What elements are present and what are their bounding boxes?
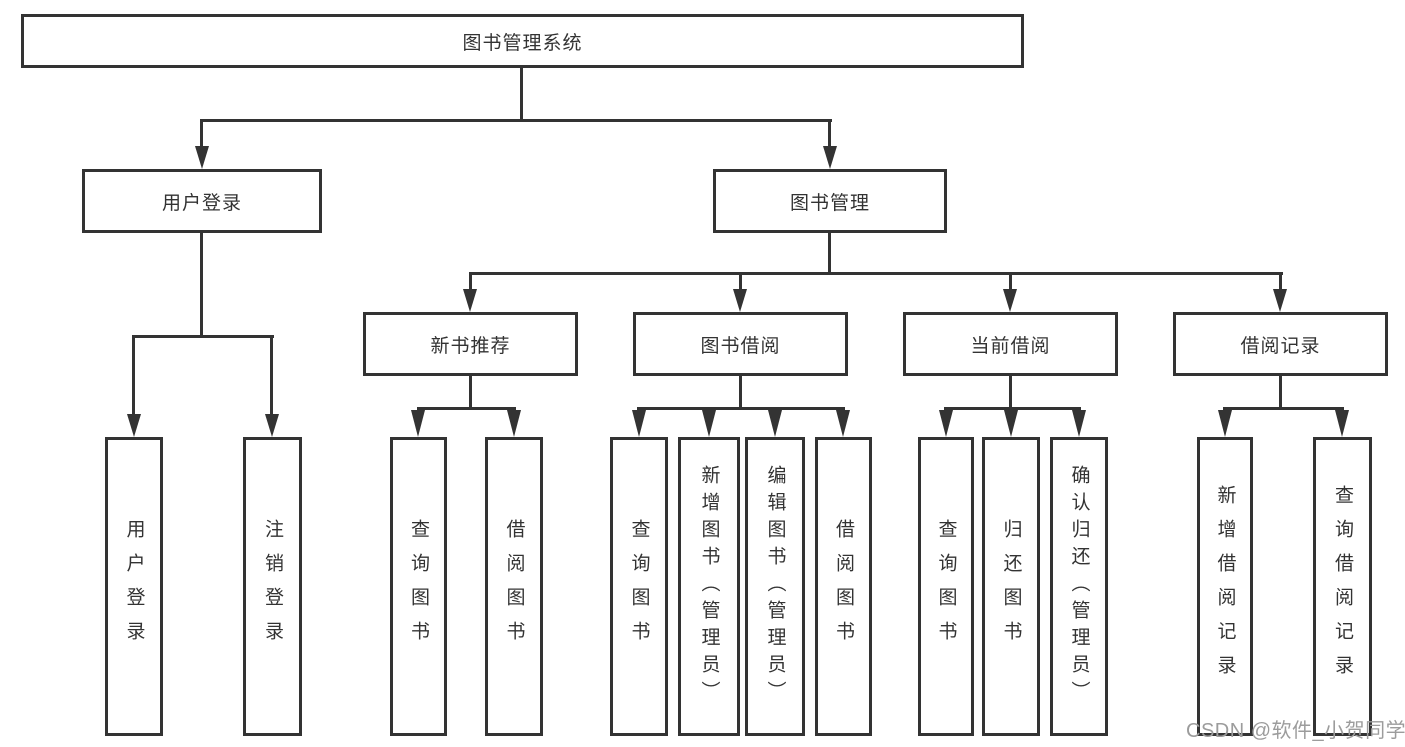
arrowhead-down-icon — [507, 410, 521, 437]
connector-line — [1009, 272, 1012, 289]
node-label: 确认归还（管理员） — [1068, 465, 1090, 708]
node-query-borrow-record: 查询借阅记录 — [1313, 437, 1372, 736]
node-book-borrowing: 图书借阅 — [633, 312, 848, 376]
node-label: 新书推荐 — [430, 335, 511, 357]
node-return-books: 归还图书 — [982, 437, 1040, 736]
node-label: 图书借阅 — [700, 335, 781, 357]
connector-line — [1223, 407, 1344, 410]
connector-line — [469, 272, 472, 289]
arrowhead-down-icon — [733, 289, 747, 312]
arrowhead-down-icon — [195, 146, 209, 169]
node-label: 注销登录 — [262, 518, 283, 655]
node-query-books-borrowing: 查询图书 — [610, 437, 668, 736]
arrowhead-down-icon — [632, 410, 646, 437]
node-edit-books-admin: 编辑图书（管理员） — [745, 437, 805, 736]
arrowhead-down-icon — [1218, 410, 1232, 437]
node-user-login-leaf: 用户登录 — [105, 437, 163, 736]
connector-line — [469, 272, 1283, 275]
connector-line — [1279, 376, 1282, 407]
arrowhead-down-icon — [1273, 289, 1287, 312]
connector-line — [1009, 376, 1012, 407]
arrowhead-down-icon — [265, 414, 279, 437]
node-label: 归还图书 — [1000, 518, 1022, 655]
node-label: 图书管理 — [789, 192, 870, 214]
arrowhead-down-icon — [1335, 410, 1349, 437]
arrowhead-down-icon — [939, 410, 953, 437]
arrowhead-down-icon — [768, 410, 782, 437]
connector-line — [417, 407, 516, 410]
connector-line — [828, 233, 831, 272]
connector-line — [132, 335, 274, 338]
node-new-book-recommendation: 新书推荐 — [363, 312, 578, 376]
node-logout: 注销登录 — [243, 437, 302, 736]
node-current-borrowing: 当前借阅 — [903, 312, 1118, 376]
arrowhead-down-icon — [1003, 289, 1017, 312]
node-label: 用户登录 — [161, 192, 242, 214]
node-book-management: 图书管理 — [713, 169, 947, 233]
node-query-books-recommend: 查询图书 — [390, 437, 447, 736]
node-label: 借阅图书 — [503, 518, 525, 655]
connector-line — [132, 335, 135, 414]
connector-line — [739, 376, 742, 407]
node-label: 借阅记录 — [1240, 335, 1321, 357]
node-confirm-return-admin: 确认归还（管理员） — [1050, 437, 1108, 736]
node-label: 查询借阅记录 — [1332, 484, 1353, 689]
arrowhead-down-icon — [127, 414, 141, 437]
connector-line — [944, 407, 1081, 410]
node-label: 查询图书 — [935, 518, 957, 655]
csdn-watermark: CSDN @软件_小贺同学 — [1186, 720, 1405, 742]
node-label: 当前借阅 — [970, 335, 1051, 357]
node-label: 用户登录 — [123, 518, 145, 655]
connector-line — [637, 407, 845, 410]
node-user-login: 用户登录 — [82, 169, 322, 233]
connector-line — [200, 119, 203, 146]
node-borrow-books-recommend: 借阅图书 — [485, 437, 543, 736]
connector-line — [200, 233, 203, 335]
connector-line — [270, 335, 273, 414]
connector-line — [520, 68, 523, 119]
node-label: 图书管理系统 — [462, 32, 583, 54]
arrowhead-down-icon — [702, 410, 716, 437]
node-library-management-system: 图书管理系统 — [21, 14, 1024, 68]
node-borrowing-records: 借阅记录 — [1173, 312, 1388, 376]
node-add-borrow-record: 新增借阅记录 — [1197, 437, 1253, 736]
arrowhead-down-icon — [1072, 410, 1086, 437]
connector-line — [828, 119, 831, 146]
connector-line — [469, 376, 472, 407]
node-label: 借阅图书 — [833, 518, 854, 655]
node-borrow-books-borrowing: 借阅图书 — [815, 437, 872, 736]
connector-line — [200, 119, 832, 122]
node-add-books-admin: 新增图书（管理员） — [678, 437, 740, 736]
arrowhead-down-icon — [836, 410, 850, 437]
arrowhead-down-icon — [411, 410, 425, 437]
arrowhead-down-icon — [823, 146, 837, 169]
node-label: 查询图书 — [628, 518, 650, 655]
node-query-books-current: 查询图书 — [918, 437, 974, 736]
node-label: 新增图书（管理员） — [698, 465, 720, 708]
arrowhead-down-icon — [1004, 410, 1018, 437]
arrowhead-down-icon — [463, 289, 477, 312]
node-label: 编辑图书（管理员） — [764, 465, 786, 708]
connector-line — [1279, 272, 1282, 289]
node-label: 查询图书 — [408, 518, 429, 655]
connector-line — [739, 272, 742, 289]
node-label: 新增借阅记录 — [1214, 484, 1236, 689]
